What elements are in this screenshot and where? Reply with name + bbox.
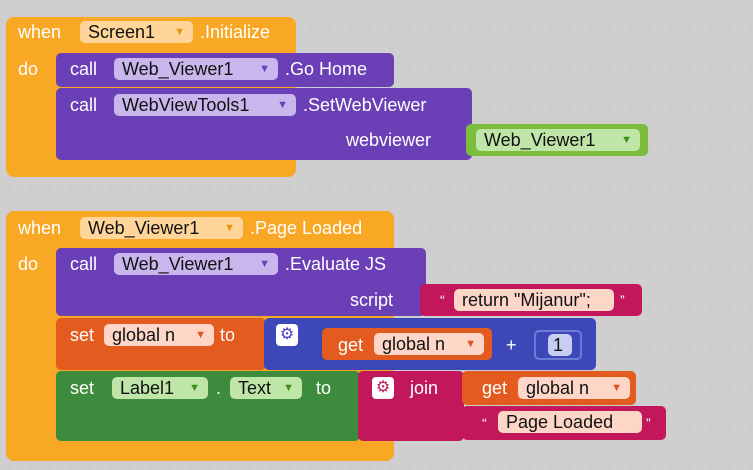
call-keyword: call (70, 95, 98, 115)
dropdown-value: global n (382, 334, 446, 354)
get-keyword: get (482, 378, 508, 398)
chevron-down-icon: ▼ (283, 382, 294, 394)
variable-dropdown-global-n[interactable]: global n ▼ (374, 333, 484, 355)
chevron-down-icon: ▼ (465, 338, 476, 350)
dropdown-value: global n (112, 325, 176, 345)
dropdown-value: WebViewTools1 (122, 95, 250, 115)
component-dropdown-webviewer1[interactable]: Web_Viewer1 ▼ (114, 58, 278, 80)
join-keyword: join (410, 378, 439, 398)
when-keyword: when (18, 218, 62, 238)
component-dropdown-webviewtools1[interactable]: WebViewTools1 ▼ (114, 94, 296, 116)
dropdown-value: Label1 (120, 378, 175, 398)
when-keyword: when (18, 22, 62, 42)
component-dropdown-label1[interactable]: Label1 ▼ (112, 377, 208, 399)
chevron-down-icon: ▼ (621, 134, 632, 146)
dropdown-value: Web_Viewer1 (122, 59, 234, 79)
dropdown-value: Web_Viewer1 (88, 218, 200, 238)
dropdown-value: Text (238, 378, 272, 398)
close-quote: ” (620, 292, 625, 308)
dropdown-value: global n (526, 378, 590, 398)
open-quote: “ (482, 415, 487, 431)
do-keyword: do (18, 59, 39, 79)
text-field[interactable]: Page Loaded (498, 411, 642, 433)
set-property-block[interactable] (56, 371, 360, 441)
open-quote: “ (440, 292, 445, 308)
event-name: .Page Loaded (250, 218, 363, 238)
property-dropdown-text[interactable]: Text ▼ (230, 377, 302, 399)
do-keyword: do (18, 254, 39, 274)
set-keyword: set (70, 325, 95, 345)
to-keyword: to (316, 378, 332, 398)
method-name: .SetWebViewer (303, 95, 427, 115)
dropdown-value: Web_Viewer1 (122, 254, 234, 274)
dropdown-value: Web_Viewer1 (484, 130, 596, 150)
number-field[interactable]: 1 (548, 334, 572, 356)
chevron-down-icon: ▼ (611, 382, 622, 394)
chevron-down-icon: ▼ (195, 329, 206, 341)
event-name: .Initialize (200, 22, 271, 42)
text-field[interactable]: return "Mijanur"; (454, 289, 614, 311)
chevron-down-icon: ▼ (259, 63, 270, 75)
plus-operator: + (506, 335, 517, 355)
param-label-webviewer: webviewer (346, 130, 432, 150)
method-name: .Go Home (285, 59, 368, 79)
chevron-down-icon: ▼ (174, 26, 185, 38)
chevron-down-icon: ▼ (259, 258, 270, 270)
component-dropdown-webviewer1[interactable]: Web_Viewer1 ▼ (476, 129, 640, 151)
call-keyword: call (70, 59, 98, 79)
component-dropdown-webviewer1[interactable]: Web_Viewer1 ▼ (80, 217, 243, 239)
dot-separator: . (216, 378, 222, 398)
method-name: .Evaluate JS (285, 254, 387, 274)
call-keyword: call (70, 254, 98, 274)
dropdown-value: Screen1 (88, 22, 156, 42)
get-keyword: get (338, 335, 364, 355)
to-keyword: to (220, 325, 236, 345)
param-label-script: script (350, 290, 394, 310)
set-keyword: set (70, 378, 95, 398)
variable-dropdown-global-n[interactable]: global n ▼ (104, 324, 214, 346)
chevron-down-icon: ▼ (277, 99, 288, 111)
close-quote: ” (646, 415, 651, 431)
component-dropdown-screen1[interactable]: Screen1 ▼ (80, 21, 193, 43)
chevron-down-icon: ▼ (189, 382, 200, 394)
mutator-gear-icon[interactable]: ⚙ (372, 377, 394, 399)
chevron-down-icon: ▼ (224, 222, 235, 234)
mutator-gear-icon[interactable]: ⚙ (276, 324, 298, 346)
component-dropdown-webviewer1[interactable]: Web_Viewer1 ▼ (114, 253, 278, 275)
variable-dropdown-global-n[interactable]: global n ▼ (518, 377, 630, 399)
